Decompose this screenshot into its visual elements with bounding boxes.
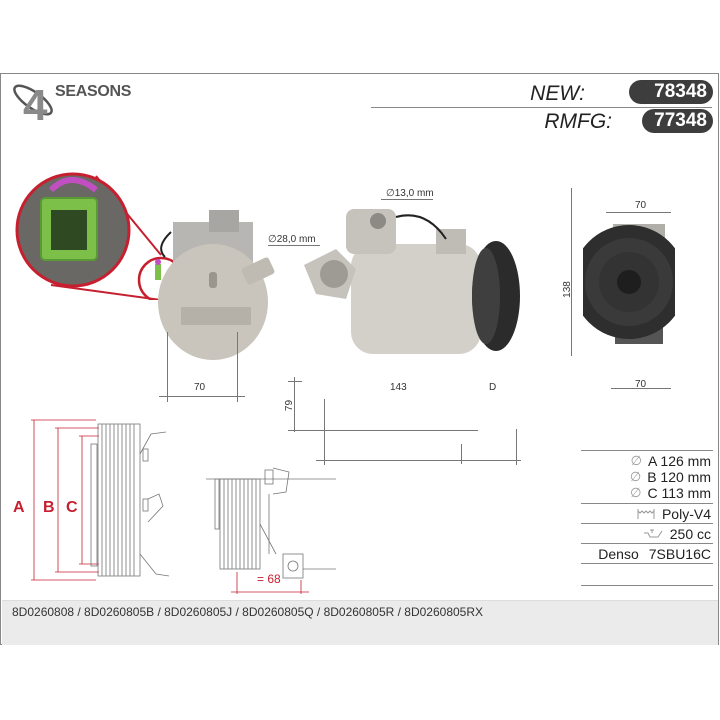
brand-logo: 4 SEASONS — [13, 80, 143, 130]
rmfg-part-number: 77348 — [642, 109, 713, 133]
dim-line — [288, 430, 478, 431]
diameter-icon: ∅ — [630, 453, 642, 468]
oe-numbers-panel: 8D0260808 / 8D0260805B / 8D0260805J / 8D… — [2, 600, 718, 645]
spec-table: ∅ A 126 mm ∅ B 120 mm ∅ C 113 mm Poly-V4… — [581, 450, 713, 586]
front-top-width-dim: 70 — [635, 200, 647, 211]
spec-diameter-c: ∅ C 113 mm — [630, 485, 711, 501]
oil-can-icon — [643, 529, 663, 537]
spec-belt: Poly-V4 — [581, 503, 713, 523]
header-divider — [371, 107, 712, 108]
body-length-dim: 143 — [390, 382, 407, 393]
front-bottom-width-dim: 70 — [635, 379, 647, 390]
suction-port-diameter: ∅28,0 mm — [268, 234, 316, 245]
dim-line — [516, 429, 517, 465]
pulley-depth-dim: D — [489, 382, 497, 393]
product-sheet: 4 SEASONS NEW: 78348 RMFG: 77348 70 — [0, 73, 719, 645]
rmfg-label: RMFG: — [544, 110, 612, 133]
dim-line — [571, 188, 572, 356]
label-c: C — [66, 499, 78, 516]
oe-numbers: 8D0260808 / 8D0260805B / 8D0260805J / 8D… — [12, 605, 484, 619]
spec-diameter-a: ∅ A 126 mm — [581, 450, 713, 469]
four-seasons-logo-icon: 4 — [13, 81, 53, 130]
compressor-rear-photo — [155, 210, 275, 360]
front-height-dim: 138 — [561, 281, 573, 298]
leader-line — [381, 199, 433, 200]
dim-line — [611, 388, 671, 389]
diameter-icon: ∅ — [629, 469, 642, 484]
diameter-icon: ∅ — [630, 485, 642, 500]
spec-diameter-b: ∅ B 120 mm — [629, 469, 711, 485]
dim-line — [237, 332, 238, 402]
connector-zoom-callout — [15, 172, 181, 300]
brand-name: SEASONS — [55, 83, 132, 100]
rear-width-dim: 70 — [194, 382, 206, 393]
dim-line — [606, 212, 671, 213]
spec-model: Denso 7SBU16C — [581, 543, 713, 563]
label-a: A — [13, 499, 25, 516]
spec-oil: 250 cc — [581, 523, 713, 543]
compressor-front-photo — [583, 224, 675, 344]
compressor-side-photo — [304, 209, 520, 354]
dim-line — [167, 332, 168, 402]
new-part-number: 78348 — [629, 80, 713, 104]
discharge-port-diameter: ∅13,0 mm — [386, 188, 434, 199]
pulley-diameter-diagram — [31, 419, 170, 581]
dim-line — [294, 377, 295, 432]
leader-line — [268, 245, 320, 246]
dim-line — [324, 399, 325, 465]
dim-line — [461, 444, 462, 464]
svg-text:4: 4 — [23, 81, 48, 126]
pulley-offset-dim: = 68 — [257, 572, 281, 586]
label-b: B — [43, 499, 55, 516]
dim-line — [159, 396, 245, 397]
spec-empty-row — [581, 563, 713, 585]
dim-line — [316, 460, 521, 461]
mount-height-dim: 79 — [284, 399, 296, 412]
pulley-offset-diagram — [206, 467, 336, 594]
new-label: NEW: — [530, 82, 585, 105]
dim-line — [288, 381, 302, 382]
belt-icon — [637, 508, 655, 519]
spec-divider — [581, 585, 713, 586]
